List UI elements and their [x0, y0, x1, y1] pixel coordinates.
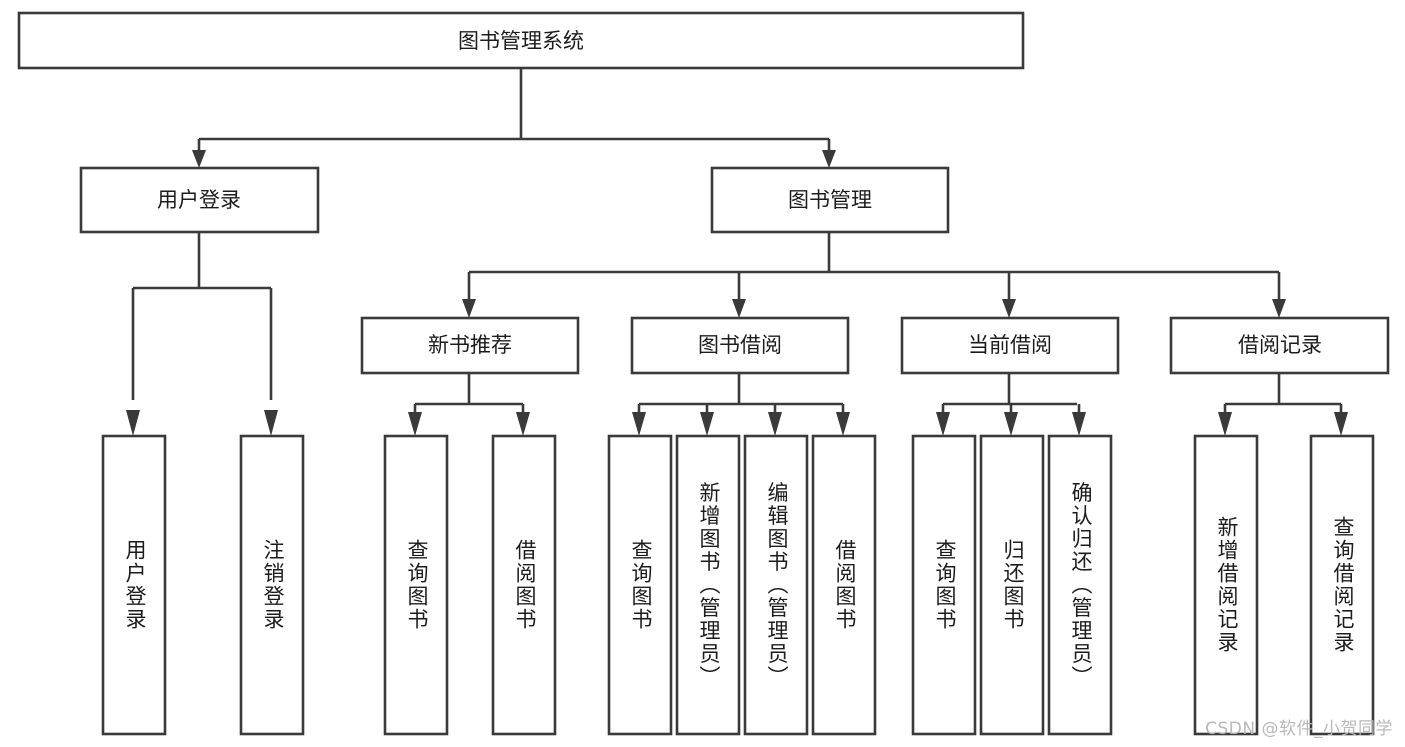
- node-leaf-query-record[interactable]: 查询借阅记录: [1309, 434, 1375, 736]
- node-leaf-user-login[interactable]: 用户登录: [101, 434, 167, 736]
- node-leaf-user-logout-label: 注销登录: [261, 539, 285, 631]
- node-leaf-user-login-box[interactable]: [101, 434, 167, 736]
- node-leaf-query-book-1-label: 查询图书: [405, 539, 429, 631]
- node-borrow-record-label: 借阅记录: [1238, 333, 1322, 357]
- arrow-head-user-login: [192, 150, 206, 168]
- arrow-head-current-borrow: [1002, 299, 1016, 318]
- node-leaf-user-login-label: 用户登录: [123, 539, 147, 631]
- node-leaf-query-book-3[interactable]: 查询图书: [911, 434, 977, 736]
- connector-layer: [126, 68, 1348, 436]
- node-leaf-query-book-1-box[interactable]: [383, 434, 449, 736]
- node-current-borrow-box[interactable]: [900, 316, 1120, 375]
- node-leaf-confirm-return[interactable]: 确认归还（管理员）: [1047, 434, 1113, 736]
- node-leaf-query-book-3-box[interactable]: [911, 434, 977, 736]
- arrow-head-leaf-user-logout: [264, 410, 278, 436]
- node-current-borrow[interactable]: 当前借阅: [900, 316, 1120, 375]
- node-leaf-query-book-3-label: 查询图书: [933, 539, 957, 631]
- node-book-borrow-label: 图书借阅: [698, 333, 782, 357]
- node-leaf-borrow-book-2-label: 借阅图书: [833, 539, 857, 631]
- node-book-borrow[interactable]: 图书借阅: [630, 316, 850, 375]
- node-leaf-borrow-book-1[interactable]: 借阅图书: [491, 434, 557, 736]
- node-user-login-box[interactable]: [79, 166, 320, 234]
- node-leaf-add-book-box[interactable]: [675, 434, 741, 736]
- node-leaf-return-book[interactable]: 归还图书: [979, 434, 1045, 736]
- arrow-head-new-book-recommend: [462, 299, 476, 318]
- node-leaf-user-logout[interactable]: 注销登录: [239, 434, 305, 736]
- arrow-head-leaf-query-record: [1334, 412, 1348, 436]
- node-leaf-borrow-book-2-box[interactable]: [811, 434, 877, 736]
- node-leaf-add-record-box[interactable]: [1193, 434, 1259, 736]
- arrow-head-leaf-return-book: [1004, 412, 1018, 436]
- node-leaf-edit-book-label: 编辑图书（管理员）: [765, 482, 789, 689]
- node-leaf-confirm-return-box[interactable]: [1047, 434, 1113, 736]
- arrow-head-leaf-borrow-book-2: [836, 412, 850, 436]
- node-leaf-borrow-book-1-box[interactable]: [491, 434, 557, 736]
- node-leaf-add-record-label: 新增借阅记录: [1215, 516, 1239, 654]
- node-user-login-label: 用户登录: [157, 188, 241, 212]
- node-leaf-add-book-label: 新增图书（管理员）: [697, 482, 721, 689]
- node-borrow-record[interactable]: 借阅记录: [1169, 316, 1390, 375]
- node-leaf-add-record[interactable]: 新增借阅记录: [1193, 434, 1259, 736]
- arrow-head-leaf-query-book-3: [936, 412, 950, 436]
- node-leaf-query-record-box[interactable]: [1309, 434, 1375, 736]
- node-book-management[interactable]: 图书管理: [710, 166, 950, 234]
- node-leaf-return-book-box[interactable]: [979, 434, 1045, 736]
- node-book-borrow-box[interactable]: [630, 316, 850, 375]
- node-leaf-user-logout-box[interactable]: [239, 434, 305, 736]
- node-borrow-record-box[interactable]: [1169, 316, 1390, 375]
- node-leaf-borrow-book-1-label: 借阅图书: [513, 539, 537, 631]
- node-leaf-borrow-book-2[interactable]: 借阅图书: [811, 434, 877, 736]
- arrow-head-book-management: [822, 150, 836, 168]
- node-leaf-query-book-2-label: 查询图书: [629, 539, 653, 631]
- arrow-head-leaf-add-book: [700, 412, 714, 436]
- node-new-book-recommend[interactable]: 新书推荐: [360, 316, 580, 375]
- arrow-head-borrow-record: [1272, 299, 1286, 318]
- node-book-management-box[interactable]: [710, 166, 950, 234]
- arrow-head-leaf-add-record: [1218, 412, 1232, 436]
- arrow-head-leaf-borrow-book-1: [516, 412, 530, 436]
- arrow-head-leaf-user-login: [126, 410, 140, 436]
- node-leaf-query-book-2-box[interactable]: [607, 434, 673, 736]
- node-leaf-edit-book-box[interactable]: [743, 434, 809, 736]
- node-root[interactable]: 图书管理系统: [17, 11, 1025, 70]
- node-user-login[interactable]: 用户登录: [79, 166, 320, 234]
- node-new-book-recommend-label: 新书推荐: [428, 333, 512, 357]
- node-leaf-edit-book[interactable]: 编辑图书（管理员）: [743, 434, 809, 736]
- node-leaf-query-book-2[interactable]: 查询图书: [607, 434, 673, 736]
- node-current-borrow-label: 当前借阅: [968, 333, 1052, 357]
- node-book-management-label: 图书管理: [788, 188, 872, 212]
- arrow-head-leaf-edit-book: [768, 412, 782, 436]
- arrow-head-leaf-confirm-return: [1072, 412, 1086, 436]
- node-leaf-add-book[interactable]: 新增图书（管理员）: [675, 434, 741, 736]
- node-leaf-query-book-1[interactable]: 查询图书: [383, 434, 449, 736]
- arrow-head-book-borrow: [732, 299, 746, 318]
- node-leaf-query-record-label: 查询借阅记录: [1331, 516, 1355, 654]
- arrow-head-leaf-query-book-1: [408, 412, 422, 436]
- node-root-box[interactable]: [17, 11, 1025, 70]
- node-root-label: 图书管理系统: [458, 29, 584, 53]
- node-leaf-return-book-label: 归还图书: [1001, 539, 1025, 631]
- node-new-book-recommend-box[interactable]: [360, 316, 580, 375]
- node-leaf-confirm-return-label: 确认归还（管理员）: [1069, 482, 1093, 689]
- arrow-head-leaf-query-book-2: [632, 412, 646, 436]
